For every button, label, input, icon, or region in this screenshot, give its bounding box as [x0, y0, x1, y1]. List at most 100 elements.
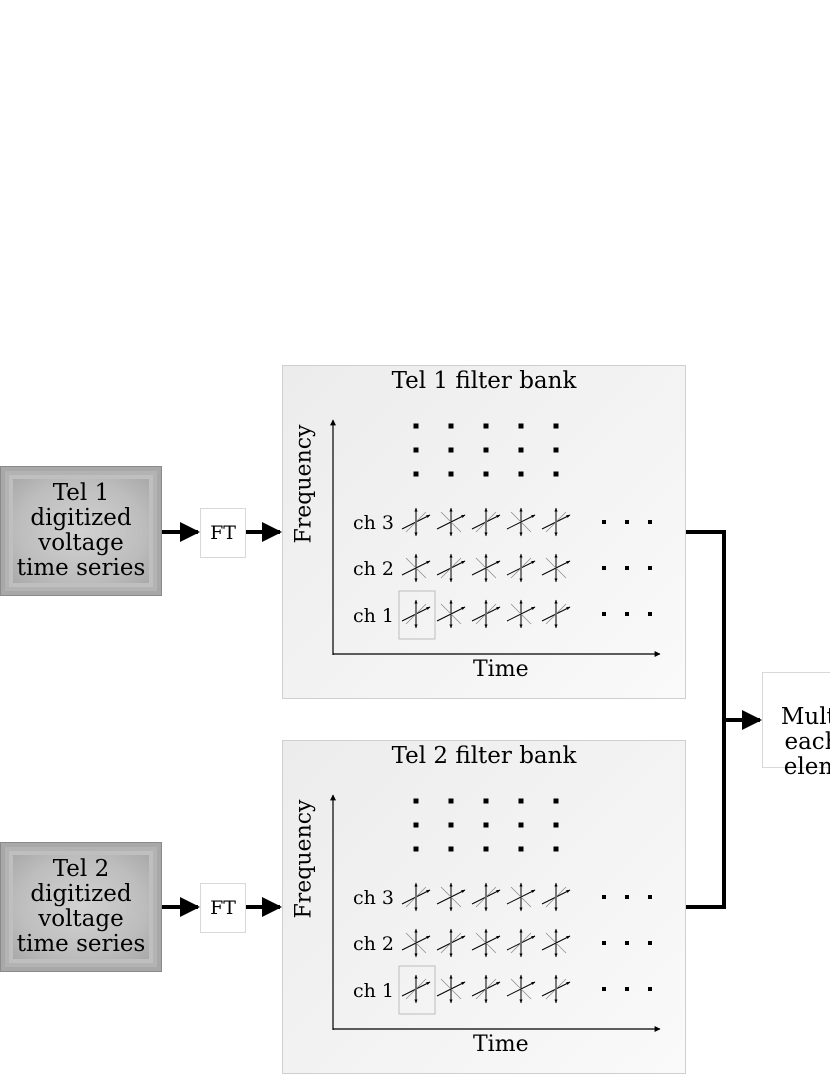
tel2-axes	[330, 794, 661, 1032]
tel2-ch2-cell	[506, 928, 536, 958]
tel2-ch3-ellipsis-dot	[648, 895, 652, 899]
tel1-vertical-ellipsis-dot	[518, 471, 524, 477]
tel1-vertical-ellipsis-dot	[553, 471, 559, 477]
tel1-ch3-cell	[541, 507, 571, 537]
tel1-vertical-ellipsis-dot	[448, 447, 454, 453]
tel1-ch3-ellipsis-dot	[602, 520, 606, 524]
tel1-ch1-ellipsis-dot	[625, 612, 629, 616]
tel1-bank-title: Tel 1 filter bank	[391, 368, 577, 394]
tel2-ch3-cell	[506, 882, 536, 912]
tel2-ch1-ellipsis-dot	[648, 987, 652, 991]
tel1-vertical-ellipsis-dot	[413, 447, 419, 453]
tel2-ch1-label: ch 1	[353, 980, 395, 1002]
tel2-vertical-ellipsis-dot	[448, 822, 454, 828]
tel2-ch1-ellipsis-dot	[602, 987, 606, 991]
tel2-filter-bank: Tel 2 filter bank Frequency Time ch 3 ch…	[282, 740, 686, 1074]
tel2-vertical-ellipsis-dot	[448, 846, 454, 852]
tel2-ch2-cell	[541, 928, 571, 958]
tel1-vertical-ellipsis-dot	[483, 447, 489, 453]
tel2-vertical-ellipsis-dot	[413, 846, 419, 852]
tel2-ch3-ellipsis-dot	[625, 895, 629, 899]
tel2-ft-label: FT	[210, 897, 236, 919]
tel1-ch1-cell	[541, 599, 571, 629]
combine-connector	[686, 530, 726, 909]
tel2-ft-box: FT	[200, 883, 246, 933]
tel2-source-box: Tel 2 digitized voltage time series	[0, 842, 162, 972]
tel1-ch2-cell	[401, 553, 431, 583]
tel1-ch1-cell	[436, 599, 466, 629]
tel2-ch3-label: ch 3	[353, 887, 395, 909]
tel2-ch1-cell	[401, 974, 431, 1004]
tel2-vertical-ellipsis-dot	[413, 798, 419, 804]
tel1-vertical-ellipsis-dot	[553, 423, 559, 429]
tel2-ch2-ellipsis-dot	[625, 941, 629, 945]
tel1-ch3-ellipsis-dot	[648, 520, 652, 524]
tel1-source-label: Tel 1 digitized voltage time series	[16, 480, 146, 581]
tel2-vertical-ellipsis-dot	[483, 822, 489, 828]
tel1-xlabel: Time	[473, 657, 529, 682]
tel2-ch3-ellipsis-dot	[602, 895, 606, 899]
tel1-ch3-ellipsis-dot	[625, 520, 629, 524]
tel1-ch3-label: ch 3	[353, 512, 395, 534]
tel1-ch2-cell	[541, 553, 571, 583]
tel1-vertical-ellipsis-dot	[413, 471, 419, 477]
tel2-ch1-cell	[471, 974, 501, 1004]
tel2-ch1-cell	[541, 974, 571, 1004]
tel2-vertical-ellipsis-dot	[553, 846, 559, 852]
tel2-ch2-cell	[436, 928, 466, 958]
tel1-ch2-cell	[471, 553, 501, 583]
tel1-vertical-ellipsis-dot	[553, 447, 559, 453]
tel2-vertical-ellipsis-dot	[518, 822, 524, 828]
tel1-ch1-cell	[471, 599, 501, 629]
tel1-ch3-cell	[471, 507, 501, 537]
multiply-output-box: Multi each elem	[762, 672, 830, 780]
tel1-ch2-ellipsis-dot	[602, 566, 606, 570]
tel1-ch2-ellipsis-dot	[625, 566, 629, 570]
tel1-ch3-cell	[436, 507, 466, 537]
tel2-vertical-ellipsis-dot	[448, 798, 454, 804]
tel1-ch2-ellipsis-dot	[648, 566, 652, 570]
tel1-ch2-cell	[436, 553, 466, 583]
tel1-vertical-ellipsis-dot	[518, 447, 524, 453]
tel2-ch2-ellipsis-dot	[602, 941, 606, 945]
tel1-vertical-ellipsis-dot	[518, 423, 524, 429]
tel2-vertical-ellipsis-dot	[553, 798, 559, 804]
tel2-vertical-ellipsis-dot	[483, 798, 489, 804]
tel1-ch2-cell	[506, 553, 536, 583]
tel1-ch1-ellipsis-dot	[648, 612, 652, 616]
tel2-vertical-ellipsis-dot	[413, 822, 419, 828]
tel1-filter-bank: Tel 1 filter bank Frequency Time ch 3 ch…	[282, 365, 686, 699]
tel1-ch3-cell	[401, 507, 431, 537]
tel2-ch1-cell	[436, 974, 466, 1004]
tel1-vertical-ellipsis-dot	[448, 471, 454, 477]
tel1-vertical-ellipsis-dot	[483, 471, 489, 477]
tel1-ch2-label: ch 2	[353, 558, 395, 580]
tel1-highlight-cell-box	[398, 590, 436, 640]
tel2-ch1-ellipsis-dot	[625, 987, 629, 991]
tel2-bank-title: Tel 2 filter bank	[391, 743, 577, 769]
tel2-highlight-cell-box	[398, 965, 436, 1015]
tel2-ch3-cell	[471, 882, 501, 912]
tel1-ft-box: FT	[200, 508, 246, 558]
tel2-ch1-cell	[506, 974, 536, 1004]
tel2-vertical-ellipsis-dot	[553, 822, 559, 828]
tel1-source-box: Tel 1 digitized voltage time series	[0, 466, 162, 596]
tel1-vertical-ellipsis-dot	[483, 423, 489, 429]
tel2-ch3-cell	[436, 882, 466, 912]
tel1-vertical-ellipsis-dot	[413, 423, 419, 429]
tel1-ch1-ellipsis-dot	[602, 612, 606, 616]
tel2-ch3-cell	[541, 882, 571, 912]
tel1-vertical-ellipsis-dot	[448, 423, 454, 429]
tel2-xlabel: Time	[473, 1032, 529, 1057]
tel2-vertical-ellipsis-dot	[483, 846, 489, 852]
tel1-ch3-cell	[506, 507, 536, 537]
multiply-output-label: Multi each elem	[780, 704, 830, 780]
tel2-ch2-cell	[471, 928, 501, 958]
tel2-ch2-cell	[401, 928, 431, 958]
tel1-ch1-label: ch 1	[353, 605, 395, 627]
tel1-axes	[330, 419, 661, 657]
tel2-vertical-ellipsis-dot	[518, 798, 524, 804]
tel2-ch2-ellipsis-dot	[648, 941, 652, 945]
tel1-ft-label: FT	[210, 522, 236, 544]
